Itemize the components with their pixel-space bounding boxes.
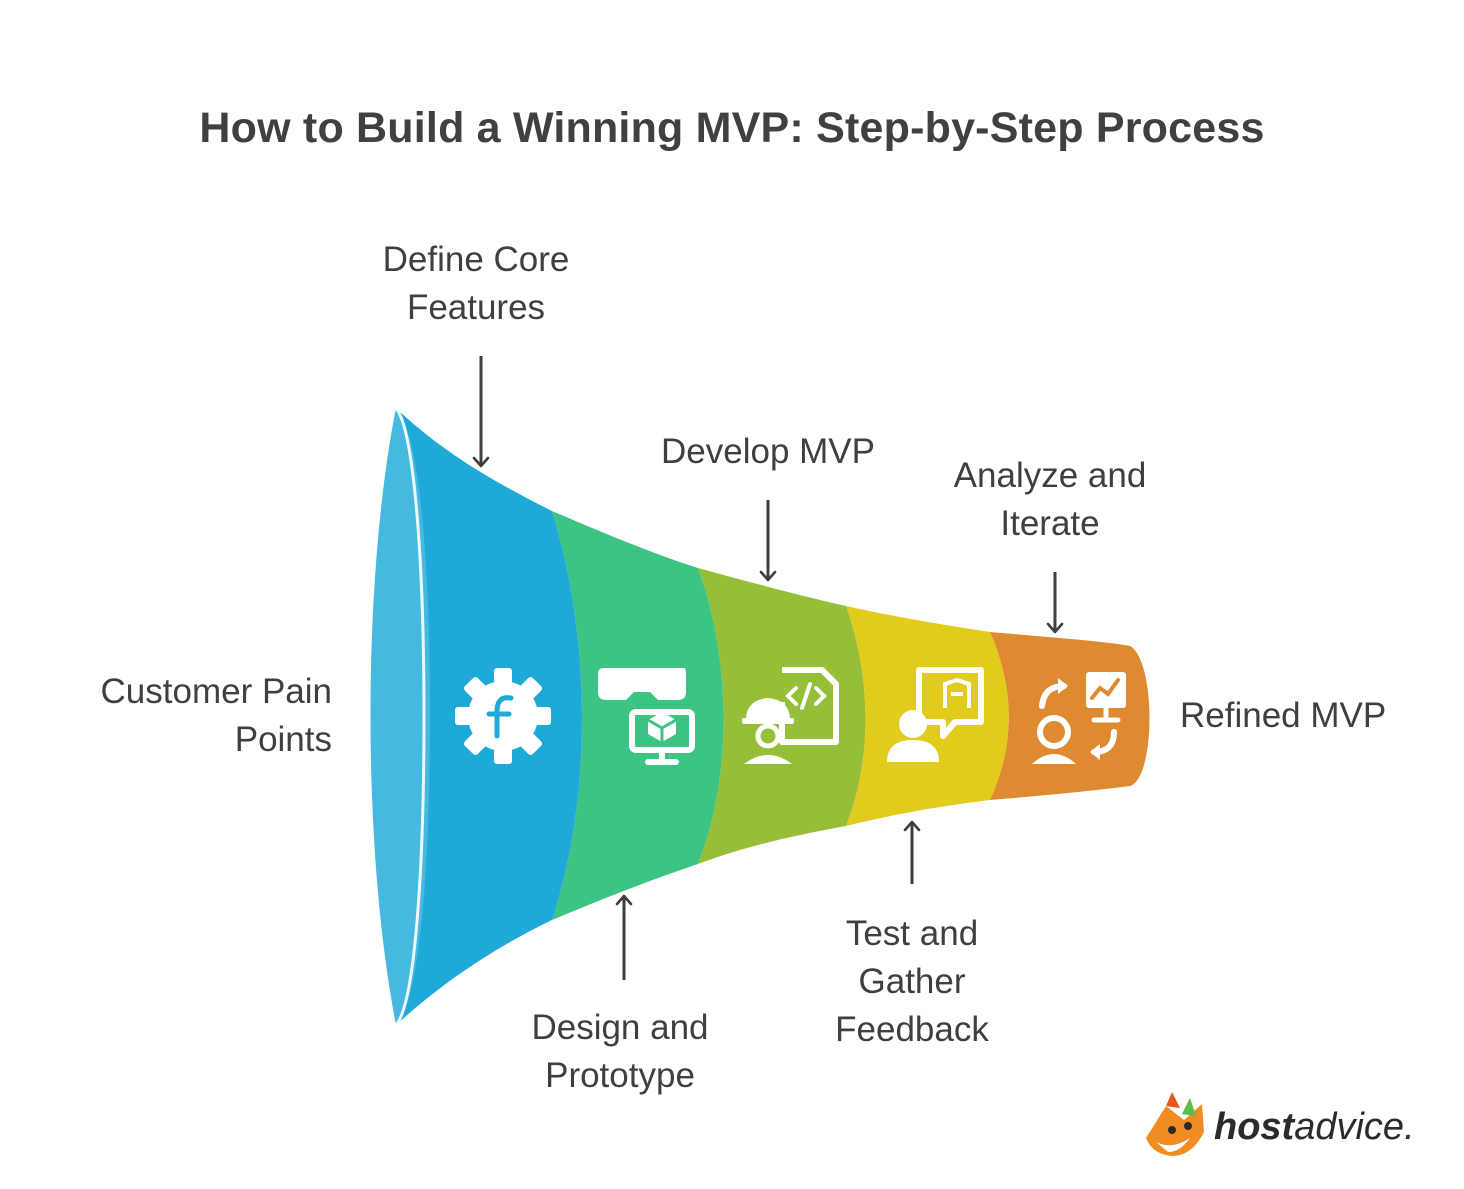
developer-code-icon [742, 667, 839, 764]
feedback-chat-icon [887, 667, 984, 762]
brand-rest: advice. [1294, 1106, 1415, 1148]
label-refined-mvp: Refined MVP [1180, 696, 1387, 735]
funnel-mouth [370, 408, 430, 1025]
label-customer-pain-points: Customer Pain Points [100, 672, 332, 759]
funnel-mouth-edge [394, 407, 426, 1027]
label-define-core-features: Define Core Features [382, 240, 570, 327]
label-develop-mvp: Develop MVP [661, 432, 875, 471]
brand: hostadvice. [1146, 1100, 1426, 1160]
analyze-iterate-icon [1032, 672, 1126, 764]
funnel-segment-5 [990, 632, 1150, 800]
label-test-and-gather-feedback: Test and Gather Feedback [835, 914, 989, 1049]
label-analyze-and-iterate: Analyze and Iterate [953, 456, 1147, 543]
brand-name: hostadvice. [1214, 1106, 1415, 1149]
page-title: How to Build a Winning MVP: Step-by-Step… [199, 104, 1265, 152]
label-design-and-prototype: Design and Prototype [531, 1008, 709, 1095]
brand-bold: host [1214, 1106, 1295, 1148]
gear-f-icon [455, 668, 551, 764]
vr-prototype-icon [598, 668, 695, 765]
funnel-segment-2 [552, 511, 724, 920]
hostadvice-logo-icon [1146, 1092, 1204, 1156]
funnel-segment-4 [846, 606, 1009, 826]
